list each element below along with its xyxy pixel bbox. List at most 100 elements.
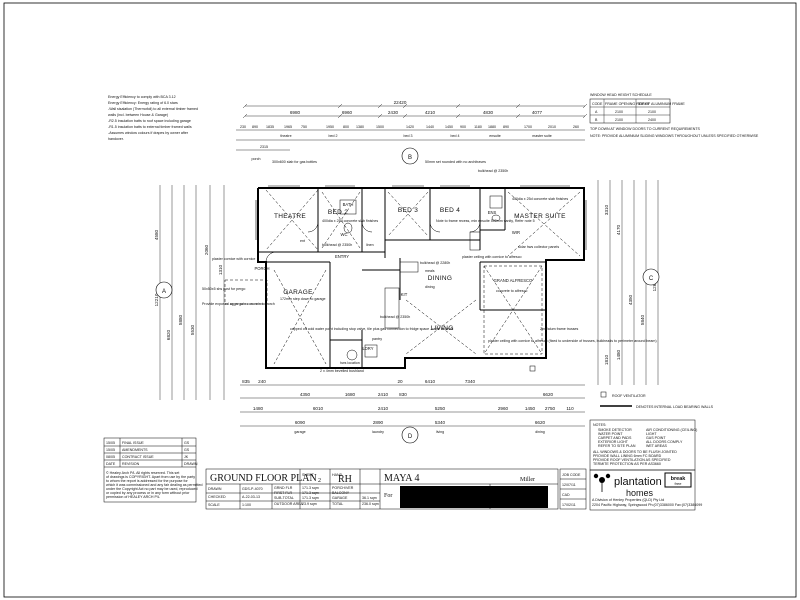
room-label-bed3: BED 3 [398,207,418,214]
annotation: bulkhead @ 2350h [478,169,508,173]
area-value: 23.9 sqm [302,502,317,506]
bottom-dimension-labels: 835 240 4350 1680 2410 830 6620 7340 20 … [242,379,574,434]
revision-by: JK [184,455,189,459]
dimension-tick [515,103,521,109]
drawn-label: DRAWN [208,487,222,491]
notes-text: PROVIDE ROOF VENTILATION AS SPECIFIED [593,458,671,462]
dim-value: 2010 [548,125,556,129]
energy-note-line: handover. [108,137,124,141]
annotation: dining [425,285,435,289]
room-labels: THEATRE BED 2 BATH BED 3 BED 4 MASTER SU… [254,202,565,351]
right-dimensions [597,180,659,385]
dimension-tick [515,113,521,119]
brand: plantation homes break free A Division o… [592,472,702,507]
window-schedule-cell: B [595,118,598,122]
shower-icon [489,195,503,209]
dim-value: 1180 [474,125,482,129]
revision-desc: AMENDMENTS [122,448,148,452]
room-label-dining: DINING [428,275,453,282]
annotation: plaster ceiling with cornice to alfresco [462,255,522,259]
dimension-tick [402,103,408,109]
area-value: 171.3 sqm [302,486,319,490]
room-label-bed2: BED 2 [328,209,348,216]
checked-label: CHECKED [208,495,226,499]
dim-value: 4830 [483,110,494,115]
kitchen-island-icon [399,261,419,273]
revision-date: 15/05 [106,448,115,452]
room-label-wir: WIR [512,230,520,235]
energy-notes: Energy Efficiency to comply with BCA 3.1… [108,95,198,141]
badge-line1: break [671,476,687,482]
laundry-tub-icon [346,349,358,361]
title-block [103,419,696,511]
hand-value: RH [338,474,352,485]
dim-value: 1680 [345,392,356,397]
annotation: bulkhead @ 2350h [322,243,352,247]
room-label-theatre: THEATRE [274,213,306,220]
room-label-laundry: LDRY [362,346,373,351]
annotation: capped off cold water point including st… [290,327,454,331]
room-label-garage: GARAGE [283,289,313,296]
dim-value: 900 [460,125,466,129]
dim-value: 1500 [376,125,384,129]
dimension-tick [455,113,461,119]
dim-value: 4077 [532,110,543,115]
window-schedule: WINDOW HEAD HEIGHT SCHEDULE CODE FRAME O… [589,93,759,138]
energy-note-line: -Assumes window colours if drapes by own… [108,131,189,135]
bath-tub-icon [339,199,357,215]
room-label-alfresco: GRAND ALFRESCO [494,278,533,283]
left-dimension-labels: 4580 12210 6820 5880 5530 2060 1310 [154,229,223,340]
toilet-icon [343,222,353,234]
legend-roof-vent: ROOF VENTILATOR [612,394,646,398]
revision-date: 15/05 [106,441,115,445]
sheet-label: SHEET [302,473,315,477]
dim-value: 835 [242,379,250,384]
dim-value: 3310 [604,204,609,215]
dim-value: 5530 [190,324,195,335]
annotation: bulkhead @ 2350h [380,315,410,319]
revision-date: DATE [106,462,116,466]
room-label-kitchen: KIT [401,292,408,297]
section-marker-label: C [649,276,654,282]
dimension-tick [242,103,248,109]
dimension-tick [582,103,588,109]
door-swing-icon [265,251,277,263]
door-swing-icon [307,221,319,233]
dim-value: 6820 [166,329,171,340]
dim-room-label: living [436,430,444,434]
revision-table: 15/05 FINAL ISSUE GS 15/05 AMENDMENTS GS… [106,441,198,466]
annotation: Provide exposed aggregate concrete to po… [202,302,275,306]
notes-item: REFER TO SITE PLAN [598,444,636,448]
dim-value: 6960 [342,110,353,115]
annotation: Zinc/alum frame trusses [540,327,579,331]
dim-value: 2410 [378,406,389,411]
dim-value: 1965 [284,125,292,129]
section-marker-label: B [408,155,412,161]
dim-value: 260 [573,125,579,129]
notes-text: PROVIDE WALL LINING 6mm FC BOARD [593,454,662,458]
room-label-wc: WC [341,232,348,237]
scale-value: 1:100 [242,503,251,507]
dimension-tick [377,103,383,109]
scale-label: SCALE [208,503,220,507]
dim-value: 5250 [435,406,446,411]
section-marker-d: D [401,426,419,444]
checked-value: A-22-03-13 [242,495,260,499]
energy-note-line: Energy Efficiency: Energy rating of 6.0 … [108,101,178,105]
annotation: plaster ceiling with cornice to alfresco… [488,339,657,343]
lot-prefix: For [384,493,392,499]
dim-total: 22420 [394,100,407,105]
basin-icon [491,214,501,222]
dim-value: 1380 [356,125,364,129]
dim-value: 2890 [373,420,384,425]
notes-item: WET AREAS [646,444,668,448]
dim-value: 890 [503,125,509,129]
top-dimension-labels: 22420 6980 6960 2430 4210 4830 4077 230 … [240,100,579,161]
kitchen-bench-icon [384,287,400,329]
dim-value: 6010 [313,406,324,411]
notes-text: ALL WINDOWS & DOORS TO BE FLUSH JOINTED [593,450,677,454]
window-schedule-title: WINDOW HEAD HEIGHT SCHEDULE [590,93,652,97]
section-marker-label: D [408,434,413,440]
sheet-title: GROUND FLOOR PLAN [210,473,317,484]
dim-value: 230 [240,125,246,129]
